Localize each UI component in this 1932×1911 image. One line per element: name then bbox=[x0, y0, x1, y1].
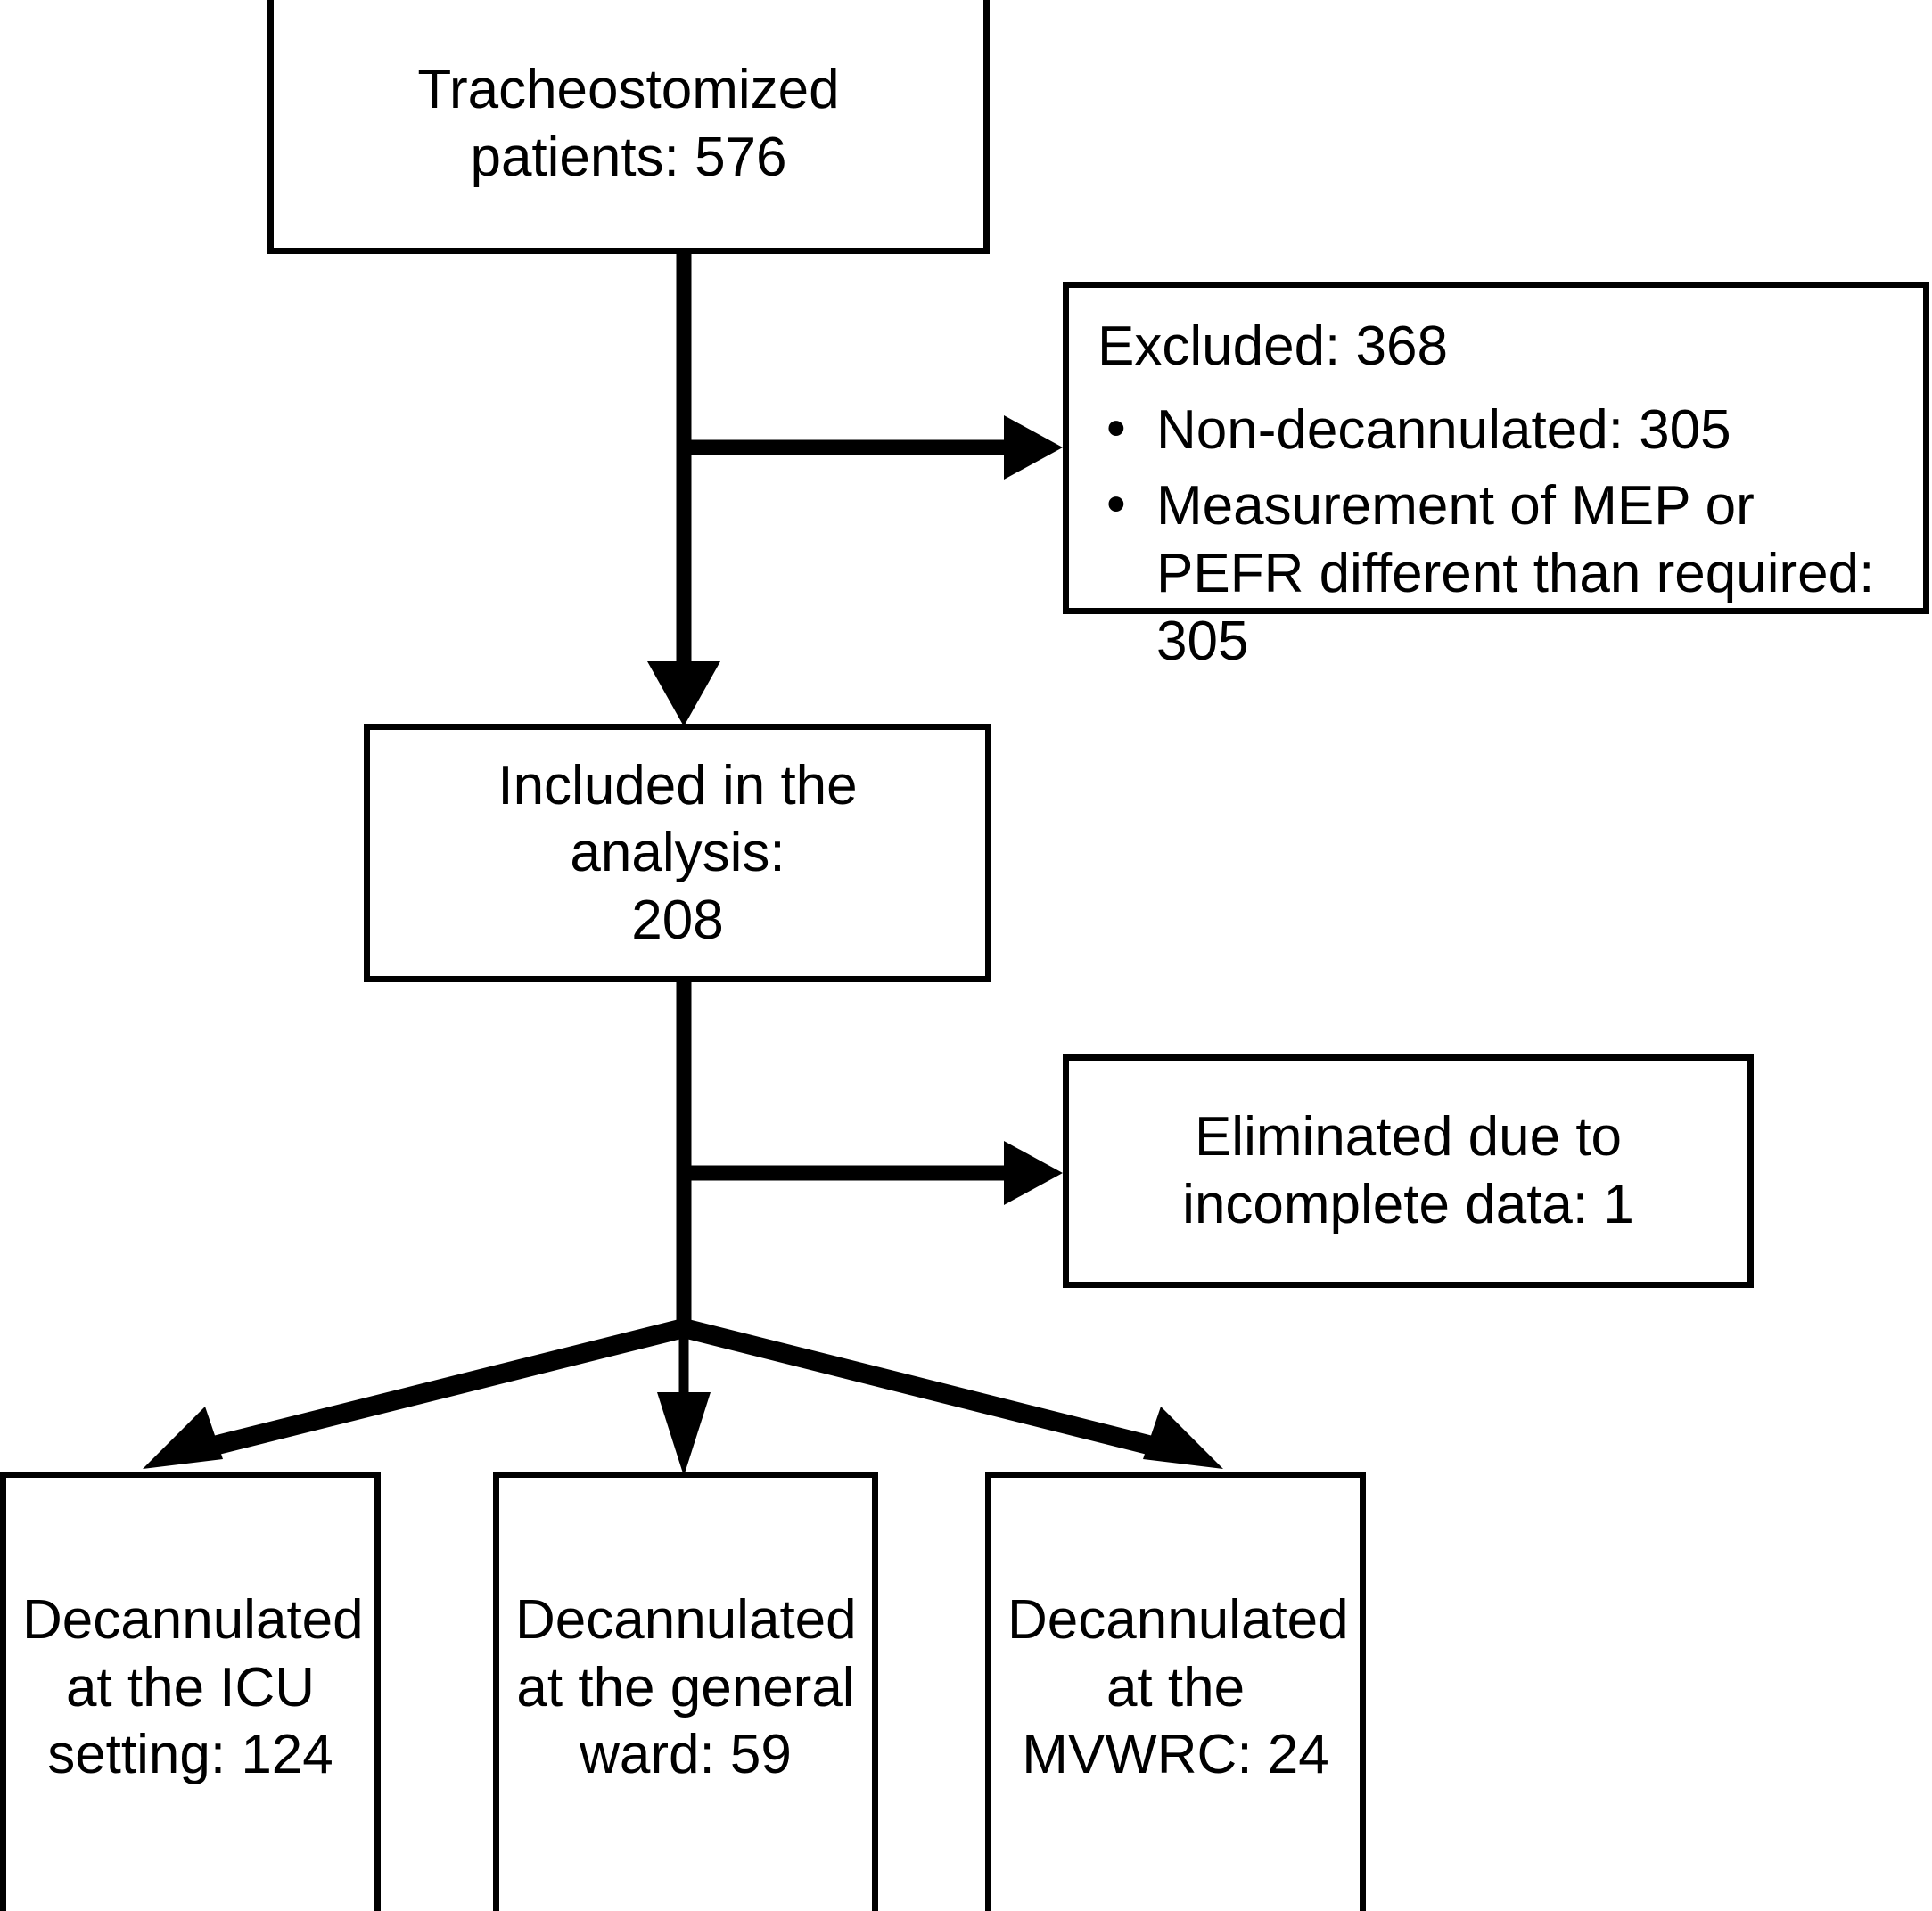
node-included-in-analysis-label: Included in the analysis: 208 bbox=[497, 754, 858, 951]
edge-included-to-ward bbox=[657, 1328, 711, 1476]
node-decannulated-icu-label: Decannulated at the ICU setting: 124 bbox=[22, 1589, 364, 1786]
node-included-in-analysis: Included in the analysis: 208 bbox=[364, 724, 991, 982]
node-excluded: Excluded: 368 Non-decannulated: 305 Meas… bbox=[1063, 282, 1929, 672]
node-decannulated-mvwrc: Decannulated at the MVWRC: 24 bbox=[985, 1472, 1366, 1911]
edge-included-to-eliminated bbox=[684, 1141, 1063, 1205]
node-excluded-bullet-item: Measurement of MEP or PEFR different tha… bbox=[1101, 471, 1923, 675]
edge-included-to-mvwrc bbox=[681, 1318, 1223, 1469]
edge-tracheostomized-to-excluded bbox=[684, 415, 1063, 480]
edge-included-to-icu bbox=[143, 1318, 686, 1469]
node-decannulated-icu: Decannulated at the ICU setting: 124 bbox=[0, 1472, 381, 1911]
node-tracheostomized-patients-label: Tracheostomized patients: 576 bbox=[417, 58, 840, 188]
node-excluded-bullet-item: Non-decannulated: 305 bbox=[1101, 395, 1923, 464]
node-decannulated-mvwrc-label: Decannulated at the MVWRC: 24 bbox=[1007, 1589, 1349, 1786]
node-excluded-heading: Excluded: 368 bbox=[1098, 316, 1448, 377]
node-decannulated-general-ward-label: Decannulated at the general ward: 59 bbox=[515, 1589, 857, 1786]
edge-tracheostomized-to-included bbox=[647, 254, 720, 726]
node-decannulated-general-ward: Decannulated at the general ward: 59 bbox=[493, 1472, 878, 1911]
node-tracheostomized-patients: Tracheostomized patients: 576 bbox=[267, 0, 990, 254]
node-eliminated-incomplete-data-label: Eliminated due to incomplete data: 1 bbox=[1182, 1106, 1634, 1235]
node-excluded-bullet-list: Non-decannulated: 305 Measurement of MEP… bbox=[1069, 388, 1923, 676]
node-eliminated-incomplete-data: Eliminated due to incomplete data: 1 bbox=[1063, 1054, 1754, 1288]
